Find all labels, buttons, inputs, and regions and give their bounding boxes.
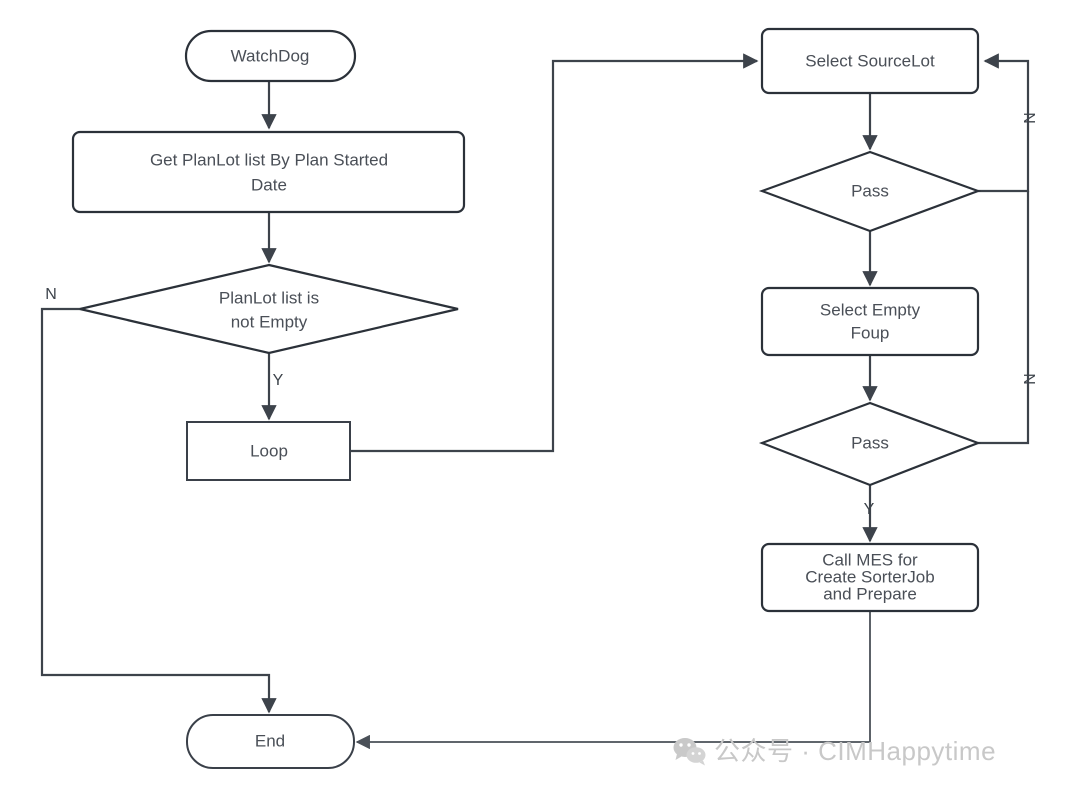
node-get-planlot-list[interactable]: Get PlanLot list By Plan Started Date [71,130,466,214]
node-planlot-not-empty-label-line1: PlanLot list is [219,288,319,307]
edge-pass2-no-to-selectlot [978,191,1030,445]
node-watchdog-label: WatchDog [231,46,310,65]
node-get-planlot-list-label-line2: Date [251,175,287,194]
node-pass-foup-decision[interactable]: Pass [758,401,982,487]
node-call-mes[interactable]: Call MES for Create SorterJob and Prepar… [760,542,980,613]
node-select-empty-foup-label-line1: Select Empty [820,300,921,319]
node-pass-sourcelot-decision[interactable]: Pass [758,150,982,233]
node-loop[interactable]: Loop [186,421,351,481]
node-select-empty-foup-label-line2: Foup [851,323,890,342]
node-select-empty-foup-shape [760,286,980,357]
edge-label-planlot-no: N [45,286,57,303]
node-get-planlot-list-label-line1: Get PlanLot list By Plan Started [150,150,388,169]
node-end[interactable]: End [186,714,355,769]
node-end-label: End [255,731,285,750]
node-watchdog[interactable]: WatchDog [184,29,357,83]
node-call-mes-label-line1: Call MES for [822,550,918,569]
node-planlot-not-empty-decision[interactable]: PlanLot list is not Empty [79,263,459,355]
node-pass-foup-label: Pass [851,433,889,452]
node-loop-shape [186,421,351,481]
edge-loop-to-selectlot [350,53,759,453]
edge-pass1-no-to-selectlot [978,53,1030,193]
node-select-sourcelot-shape [760,27,980,95]
edge-label-planlot-yes: Y [273,372,284,389]
node-call-mes-label-line2: Create SorterJob [805,567,934,586]
node-end-shape [186,714,355,769]
edge-callmes-to-end [355,611,871,750]
edge-label-pass2-yes: Y [864,501,875,518]
node-select-sourcelot[interactable]: Select SourceLot [760,27,980,95]
edge-label-pass1-no: N [1020,112,1037,124]
node-pass-sourcelot-shape [758,150,982,233]
node-select-sourcelot-label: Select SourceLot [805,51,935,70]
node-planlot-not-empty-shape [79,263,459,355]
node-call-mes-label-line3: and Prepare [823,584,917,603]
node-select-empty-foup[interactable]: Select Empty Foup [760,286,980,357]
edge-planlot-decision-no-to-end [40,307,277,714]
node-watchdog-shape [184,29,357,83]
node-call-mes-shape [760,542,980,613]
node-pass-sourcelot-label: Pass [851,181,889,200]
edge-label-pass2-no: N [1020,373,1037,385]
node-get-planlot-list-shape [71,130,466,214]
node-pass-foup-shape [758,401,982,487]
node-planlot-not-empty-label-line2: not Empty [231,312,308,331]
node-loop-label: Loop [250,441,288,460]
